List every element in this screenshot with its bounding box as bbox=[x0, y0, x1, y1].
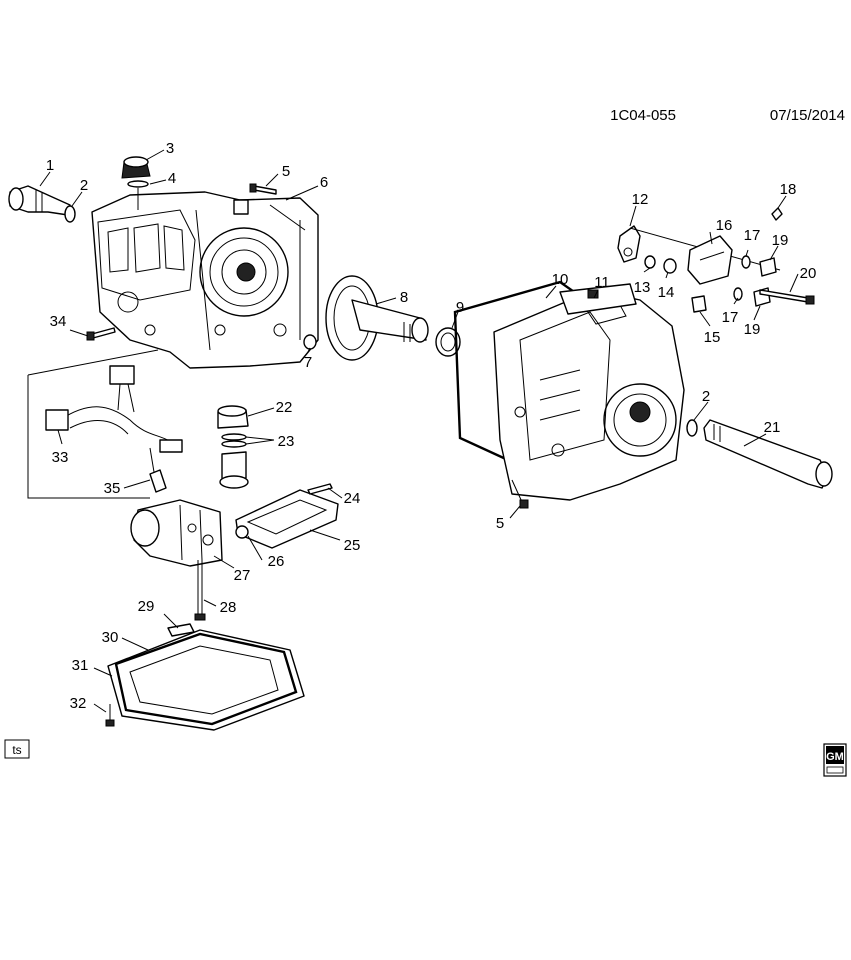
corner-tag-text: ts bbox=[12, 743, 21, 757]
leader-lines bbox=[39, 149, 799, 713]
callout-15: 15 bbox=[704, 329, 721, 346]
callout-1: 1 bbox=[46, 157, 54, 174]
part-23-o-ring-upper bbox=[221, 433, 247, 441]
callout-21: 21 bbox=[764, 419, 781, 436]
callout-29: 29 bbox=[138, 598, 155, 615]
part-connector-housing bbox=[219, 451, 249, 489]
part-16-solenoid bbox=[687, 235, 733, 285]
callout-6: 6 bbox=[320, 174, 328, 191]
callout-9: 9 bbox=[456, 299, 464, 316]
part-5-bolt-lower bbox=[511, 479, 529, 509]
callout-34: 34 bbox=[50, 313, 67, 330]
part-5-bolt bbox=[249, 183, 277, 195]
callout-7: 7 bbox=[304, 354, 312, 371]
transaxle-case-rear bbox=[493, 289, 685, 501]
part-15-sensor bbox=[691, 295, 707, 313]
part-1-drive-shaft-seal bbox=[8, 185, 71, 216]
part-24-bolt bbox=[307, 483, 333, 495]
part-34-bolt bbox=[86, 327, 116, 341]
callout-30: 30 bbox=[102, 629, 119, 646]
part-3-fill-cap bbox=[121, 156, 151, 179]
callout-12: 12 bbox=[632, 191, 649, 208]
callout-26: 26 bbox=[268, 553, 285, 570]
part-21-output-shaft bbox=[703, 419, 833, 489]
callout-27: 27 bbox=[234, 567, 251, 584]
part-8-drive-sprocket bbox=[325, 275, 429, 361]
callout-23: 23 bbox=[278, 433, 295, 450]
part-22-cap bbox=[217, 405, 249, 429]
part-19-fitting-upper bbox=[759, 257, 777, 277]
part-32-bolt bbox=[105, 704, 115, 727]
part-27-pump-assembly bbox=[130, 499, 223, 567]
callout-2: 2 bbox=[80, 177, 88, 194]
part-28-bolt bbox=[194, 560, 206, 621]
callout-18: 18 bbox=[780, 181, 797, 198]
callout-19: 19 bbox=[772, 232, 789, 249]
part-17-o-ring-lower bbox=[733, 287, 743, 301]
part-18-clip bbox=[771, 207, 783, 221]
part-25-filter bbox=[235, 489, 339, 549]
callout-16: 16 bbox=[716, 217, 733, 234]
callout-28: 28 bbox=[220, 599, 237, 616]
part-35-sensor bbox=[149, 447, 167, 493]
callout-14: 14 bbox=[658, 284, 675, 301]
diagram-id: 1C04-055 bbox=[610, 107, 676, 124]
part-13-ring bbox=[644, 255, 656, 269]
diagram-date: 07/15/2014 bbox=[770, 107, 845, 124]
callout-4: 4 bbox=[168, 170, 176, 187]
callout-5: 5 bbox=[282, 163, 290, 180]
callout-33: 33 bbox=[52, 449, 69, 466]
part-11-valve-cover bbox=[559, 283, 637, 315]
part-26-washer bbox=[235, 525, 249, 539]
gm-logo-text: GM bbox=[826, 751, 844, 763]
part-14-bushing bbox=[663, 258, 677, 274]
callout-3: 3 bbox=[166, 140, 174, 157]
callout-17: 17 bbox=[744, 227, 761, 244]
part-23-o-ring-lower bbox=[221, 440, 247, 448]
gm-logo: GM bbox=[823, 743, 847, 777]
part-4-o-ring bbox=[127, 180, 149, 188]
callout-20: 20 bbox=[800, 265, 817, 282]
callout-19-lower: 19 bbox=[744, 321, 761, 338]
callout-31: 31 bbox=[72, 657, 89, 674]
part-12-bracket bbox=[617, 225, 641, 263]
callout-8: 8 bbox=[400, 289, 408, 306]
part-20-bolt bbox=[759, 289, 815, 305]
part-33-wiring-harness bbox=[45, 365, 183, 453]
callout-25: 25 bbox=[344, 537, 361, 554]
callout-2-right: 2 bbox=[702, 388, 710, 405]
part-7-bushing bbox=[303, 334, 317, 350]
callout-22: 22 bbox=[276, 399, 293, 416]
callout-17-lower: 17 bbox=[722, 309, 739, 326]
part-2-snap-ring-right bbox=[686, 419, 698, 437]
callout-5-lower: 5 bbox=[496, 515, 504, 532]
part-9-seal bbox=[435, 327, 461, 357]
callout-32: 32 bbox=[70, 695, 87, 712]
corner-tag-box: ts bbox=[4, 739, 30, 759]
callout-10: 10 bbox=[552, 271, 569, 288]
transaxle-case-front bbox=[91, 191, 319, 369]
part-2-snap-ring bbox=[64, 205, 76, 223]
callout-labels: 1 2 3 4 5 6 7 8 9 10 11 12 13 14 15 16 1… bbox=[46, 140, 817, 712]
callout-13: 13 bbox=[634, 279, 651, 296]
callout-11: 11 bbox=[594, 274, 610, 291]
part-17-o-ring-upper bbox=[741, 255, 751, 269]
callout-24: 24 bbox=[344, 490, 361, 507]
part-31-oil-pan bbox=[107, 629, 305, 731]
callout-35: 35 bbox=[104, 480, 121, 497]
